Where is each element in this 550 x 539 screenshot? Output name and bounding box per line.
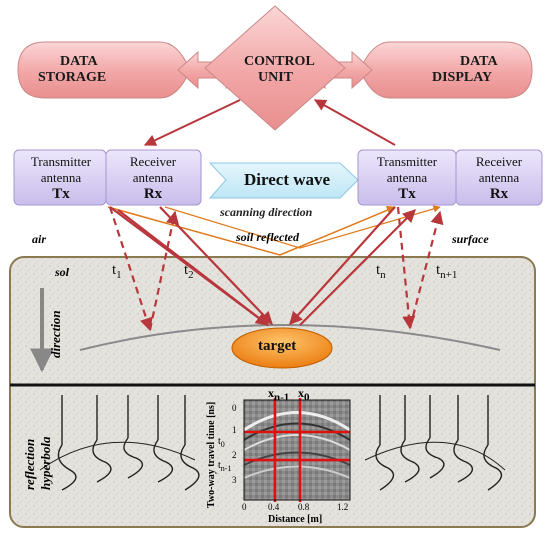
left-tx-label-1: Transmitter [30,154,92,169]
data-display-label-2: DISPLAY [432,70,493,85]
scanning-direction-label: scanning direction [220,205,313,219]
right-tx-label-2: antenna [386,170,428,185]
hyperbola-label: hyperbola [38,436,53,490]
direct-wave-arrow [208,162,359,199]
radargram-y-axis-label: Two-way travel time [ns] [206,401,217,508]
right-antenna-to-control-arrow [313,99,396,146]
right-rx-code: Rx [489,186,509,202]
t1-label: t1 [112,262,122,281]
y-tick-2: 2 [232,450,237,460]
ray-group [108,206,444,332]
data-storage-label-2: STORAGE [38,70,107,85]
control-unit-diamond [204,5,346,131]
y-tick-0: 0 [232,403,237,413]
right-traces [364,395,506,491]
data-display-box [359,41,533,99]
left-traces [39,395,200,491]
right-rx-box [455,149,543,206]
left-rx-box [105,149,202,206]
direct-wave-label: Direct wave [244,170,331,189]
control-to-left-antenna-arrow [143,99,241,146]
y-tick-3: 3 [232,475,237,485]
soil-reflected-arrow-left [107,205,396,256]
data-storage-box [17,41,191,99]
soil-reflected-label: soil reflected [236,230,299,244]
sol-label: sol [55,265,70,279]
t0-marker: t0 [218,436,225,449]
soil-reflected-arrow-right [164,205,441,249]
tn-1-marker: tn-1 [218,460,232,473]
tn1-label: tn+1 [436,262,458,281]
left-rx-label-1: Receiver [129,154,177,169]
left-rx-label-2: antenna [132,170,174,185]
x-marker-0: x0 [298,386,310,404]
reflection-label: reflection [22,438,37,490]
right-rx-label-1: Receiver [475,154,523,169]
radargram-x-axis-label: Distance [m] [268,514,323,525]
left-tx-label-2: antenna [40,170,82,185]
target-label: target [258,338,297,354]
direction-label: direction [48,310,63,358]
left-rx-code: Rx [143,186,163,202]
x-marker-n-1: xn-1 [268,386,290,404]
right-tx-label-1: Transmitter [376,154,438,169]
x-tick-2: 0.8 [298,502,310,512]
air-label: air [32,232,47,246]
x-tick-0: 0 [242,502,247,512]
left-tx-code: Tx [52,186,70,202]
data-display-label-1: DATA [460,54,498,69]
x-tick-1: 0.4 [268,502,280,512]
tn-label: tn [376,262,386,281]
right-rx-label-2: antenna [478,170,520,185]
t2-label: t2 [184,262,194,281]
right-tx-code: Tx [398,186,416,202]
y-tick-1: 1 [232,425,237,435]
x-tick-3: 1.2 [337,502,349,512]
control-unit-label-1: CONTROL [244,54,315,69]
reflector-surface-curve [79,324,501,351]
data-storage-label-1: DATA [60,54,98,69]
target-ellipse [231,327,333,369]
control-unit-label-2: UNIT [258,70,294,85]
radargram [243,398,351,502]
surface-label: surface [452,232,489,246]
